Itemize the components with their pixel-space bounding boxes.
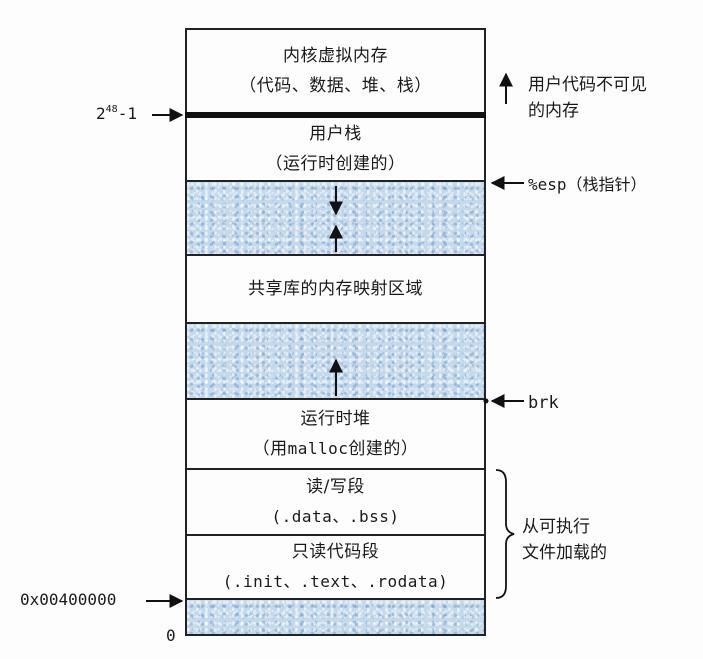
kernel-segment-subtitle: （代码、数据、堆、栈） (239, 76, 432, 96)
kernel-boundary-line (185, 112, 486, 118)
ro-segment-title: 只读代码段 (291, 542, 380, 562)
heap-top-line (185, 398, 486, 400)
brk-pointer-label: brk (528, 393, 559, 413)
stack-bottom-line (185, 180, 486, 182)
ro-bottom-line (185, 598, 486, 600)
rw-segment-subtitle: (.data、.bss) (271, 507, 400, 526)
kernel-virtual-memory-segment: 内核虚拟内存 （代码、数据、堆、栈） (185, 28, 486, 112)
user-stack-segment: 用户栈 （运行时创建的） (185, 118, 486, 180)
heap-subtitle-suffix: 创建的） (348, 439, 419, 459)
start-address-label: 0x00400000 (20, 590, 117, 609)
reserved-low-region (185, 600, 486, 636)
read-write-segment: 读/写段 (.data、.bss) (185, 470, 486, 534)
shared-libraries-title: 共享库的内存映射区域 (248, 279, 423, 299)
rw-top-line (185, 468, 486, 470)
invisible-memory-line2: 的内存 (528, 101, 579, 121)
unallocated-region-lower (185, 324, 486, 398)
zero-address-label: 0 (166, 626, 176, 645)
user-stack-subtitle: （运行时创建的） (265, 154, 406, 174)
invisible-memory-line1: 用户代码不可见 (528, 75, 647, 95)
user-stack-title: 用户栈 (309, 124, 362, 144)
shared-libs-top-line (185, 254, 486, 256)
loaded-note-line2: 文件加载的 (522, 543, 607, 563)
top-address-base: 2 (96, 104, 106, 123)
loaded-note-line1: 从可执行 (522, 517, 590, 537)
heap-subtitle-prefix: （用 (252, 439, 288, 459)
ro-segment-subtitle: (.init、.text、.rodata) (222, 572, 449, 591)
heap-title: 运行时堆 (300, 409, 371, 429)
top-address-label: 248-1 (96, 104, 137, 123)
invisible-memory-note: 用户代码不可见 的内存 (528, 72, 647, 124)
heap-subtitle-code: malloc (287, 439, 349, 458)
top-address-suffix: -1 (117, 104, 137, 123)
read-only-code-segment: 只读代码段 (.init、.text、.rodata) (185, 536, 486, 598)
esp-pointer-label: %esp（栈指针） (528, 172, 647, 198)
unallocated-region-upper (185, 182, 486, 254)
runtime-heap-segment: 运行时堆 （用malloc创建的） (185, 400, 486, 468)
executable-brace (495, 469, 515, 599)
rw-segment-title: 读/写段 (306, 477, 365, 497)
heap-subtitle: （用malloc创建的） (253, 434, 419, 464)
ro-top-line (185, 534, 486, 536)
top-address-exponent: 48 (105, 104, 118, 115)
loaded-from-executable-note: 从可执行 文件加载的 (522, 514, 607, 566)
shared-libraries-segment: 共享库的内存映射区域 (185, 256, 486, 322)
kernel-segment-title: 内核虚拟内存 (283, 46, 388, 66)
shared-libs-bottom-line (185, 322, 486, 324)
esp-pointer-text: %esp（栈指针） (528, 175, 647, 194)
